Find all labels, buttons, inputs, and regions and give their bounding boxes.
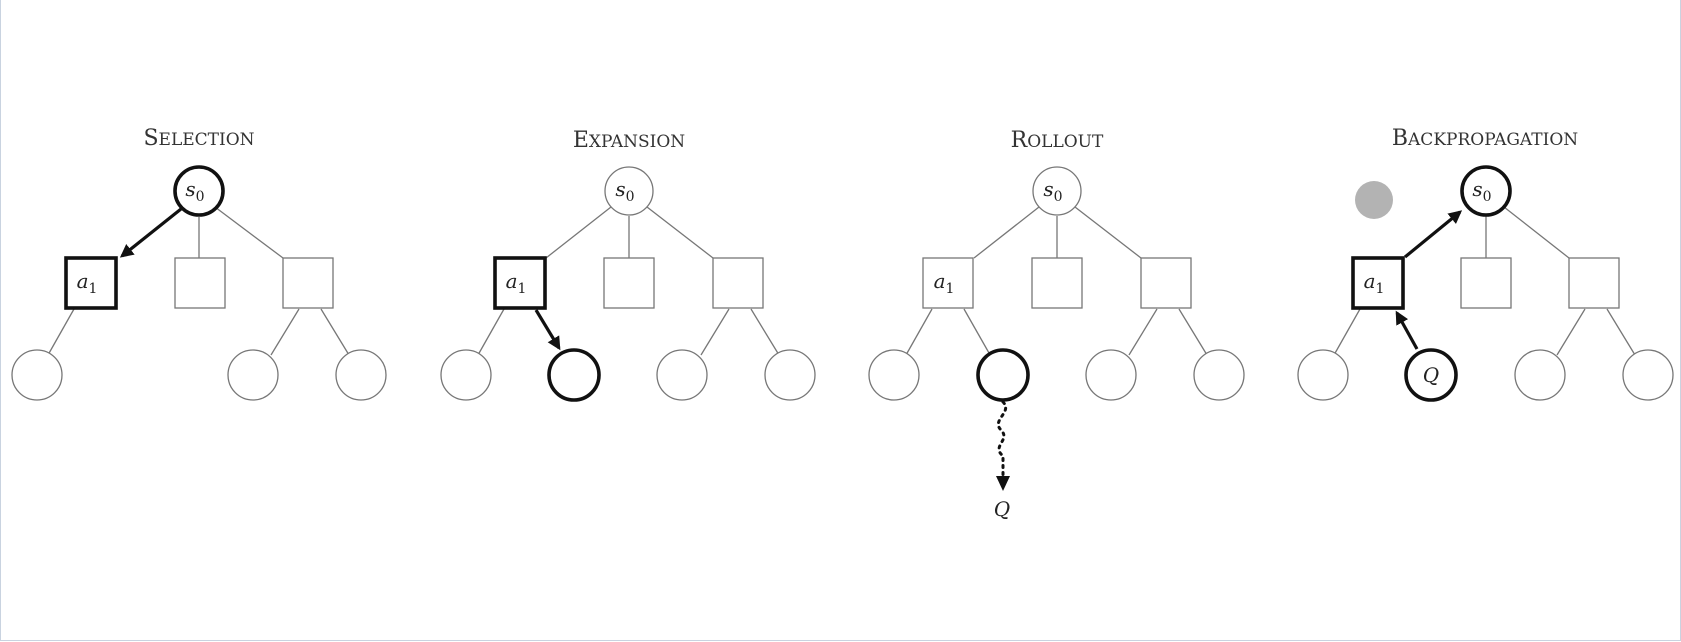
tree-edge <box>700 308 730 356</box>
expansion-arrow <box>534 309 561 351</box>
action-node <box>1568 257 1620 309</box>
tree-edge <box>750 308 780 356</box>
leaf-state-node <box>440 349 492 401</box>
rollout-start-node <box>976 348 1030 402</box>
panel-rollout: ROLLOUT s0 a1 Q <box>868 128 1245 521</box>
selection-arrow <box>119 207 182 258</box>
backprop-arrow-action-to-root <box>1403 210 1463 259</box>
leaf-state-node <box>1622 349 1674 401</box>
state-node-root <box>173 165 225 217</box>
tree-edge <box>270 308 300 356</box>
backprop-leaf-node-q <box>1404 348 1458 402</box>
leaf-state-node <box>868 349 920 401</box>
panel-title-selection: SELECTION <box>143 126 254 151</box>
state-node-root <box>1032 166 1082 216</box>
action-node-a1 <box>922 257 974 309</box>
panel-backpropagation: BACKPROPAGATION s0 a1 Q <box>1297 126 1674 402</box>
action-node <box>603 257 655 309</box>
leaf-state-node <box>1297 349 1349 401</box>
leaf-label-q: Q <box>1423 363 1439 387</box>
action-node <box>174 257 226 309</box>
action-label-a1: a1 <box>506 269 527 297</box>
action-node <box>712 257 764 309</box>
panel-title-rollout: ROLLOUT <box>1011 128 1104 153</box>
leaf-state-node <box>11 349 63 401</box>
cursor-indicator-dot <box>1355 181 1393 219</box>
state-node-root <box>1460 165 1512 217</box>
tree-edge <box>963 308 990 354</box>
leaf-state-node <box>1193 349 1245 401</box>
action-node <box>1460 257 1512 309</box>
action-node-a1 <box>1351 256 1405 310</box>
state-label-root: s0 <box>1472 177 1491 205</box>
rollout-result-q: Q <box>994 497 1010 521</box>
action-node <box>1140 257 1192 309</box>
expanded-leaf-node <box>547 348 601 402</box>
tree-edge <box>1074 206 1142 259</box>
action-label-a1: a1 <box>77 269 98 297</box>
backprop-arrow-leaf-to-action <box>1395 310 1419 350</box>
tree-edge <box>646 206 714 259</box>
tree-edge <box>1503 206 1570 259</box>
panel-selection: SELECTION s0 a1 <box>11 126 387 401</box>
tree-edge <box>1556 308 1586 356</box>
leaf-state-node <box>227 349 279 401</box>
leaf-state-node <box>335 349 387 401</box>
tree-edge <box>1178 308 1208 356</box>
action-node <box>1031 257 1083 309</box>
tree-edge <box>320 308 350 356</box>
rollout-arrowhead <box>996 476 1010 491</box>
leaf-state-node <box>1514 349 1566 401</box>
panel-title-backpropagation: BACKPROPAGATION <box>1392 126 1578 151</box>
rollout-path <box>997 400 1007 480</box>
state-label-root: s0 <box>615 177 634 205</box>
tree-edge <box>545 206 612 259</box>
action-label-a1: a1 <box>1364 269 1385 297</box>
tree-edge <box>1128 308 1158 356</box>
state-label-root: s0 <box>185 177 204 205</box>
action-node <box>282 257 334 309</box>
tree-edge <box>47 308 75 356</box>
leaf-state-node <box>1085 349 1137 401</box>
tree-edge <box>214 206 284 259</box>
state-node-root <box>604 166 654 216</box>
state-label-root: s0 <box>1043 177 1062 205</box>
leaf-state-node <box>764 349 816 401</box>
action-node-a1 <box>64 256 118 310</box>
tree-edge <box>905 308 933 356</box>
panel-expansion: EXPANSION s0 a1 <box>440 128 816 402</box>
action-node-a1 <box>493 256 547 310</box>
tree-edge <box>477 308 505 356</box>
leaf-state-node <box>656 349 708 401</box>
action-label-a1: a1 <box>934 269 955 297</box>
tree-edge <box>1606 308 1636 356</box>
tree-edge <box>973 206 1040 259</box>
tree-edge <box>1333 308 1361 356</box>
panel-title-expansion: EXPANSION <box>573 128 685 153</box>
